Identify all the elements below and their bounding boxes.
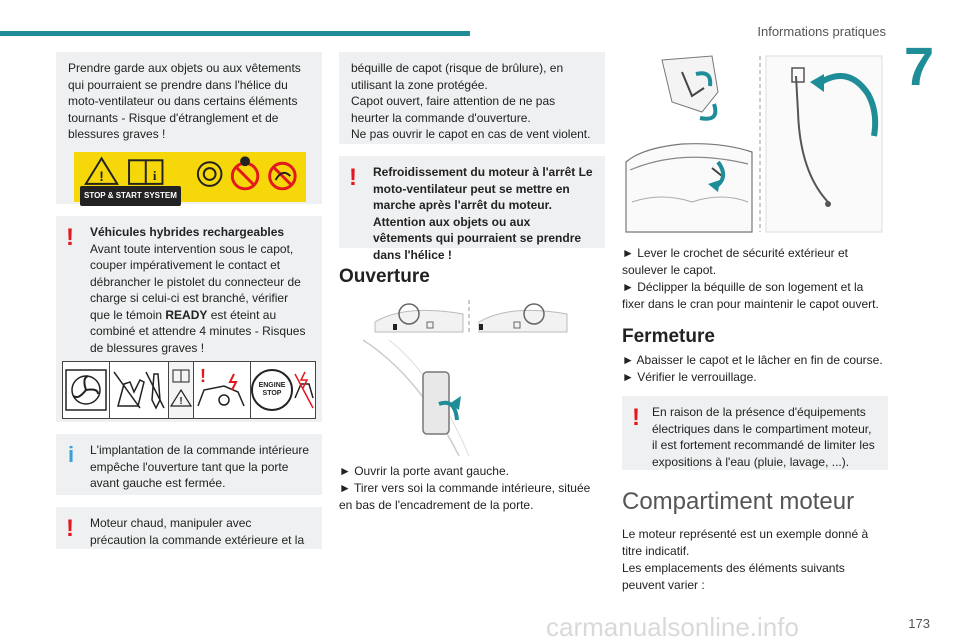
page-number: 173 [908,616,930,631]
hood-warning-line-3: Ne pas ouvrir le capot en cas de vent vi… [351,127,591,141]
engine-stop-button-icon: ENGINE STOP [251,369,293,411]
warning-exclamation-icon: ! [66,224,74,251]
electric-hood-pictogram-cell: ! [194,362,251,418]
ouverture-step-2: ► Tirer vers soi la commande intérieure,… [339,481,591,512]
ouverture-step-1: ► Ouvrir la porte avant gauche. [339,464,509,478]
header-accent-bar [0,31,470,36]
stop-start-system-label: STOP & START SYSTEM [80,185,181,206]
door-info-box: i L'implantation de la commande intérieu… [56,434,322,495]
column-1: Prendre garde aux objets ou aux vêtement… [56,52,322,549]
fan-pictogram-cell [63,362,110,418]
svg-text:i: i [153,168,157,182]
stop-start-label-image: ! i STOP & START SYSTEM [74,151,306,206]
hood-steps: ► Lever le crochet de sécurité extérieur… [622,245,886,313]
plug-crossed-icon [294,371,314,409]
fan-warning-box: Prendre garde aux objets ou aux vêtement… [56,52,322,206]
fermeture-step-1: ► Abaisser le capot et le lâcher en fin … [622,353,883,367]
svg-text:!: ! [179,396,182,407]
stop-start-pictograms-icon: ! i [84,155,297,190]
hybrid-warning-title: Véhicules hybrides rechargeables [90,225,285,239]
hood-opening-illustration [625,55,883,233]
info-icon: i [68,442,75,467]
compartiment-moteur-heading: Compartiment moteur [622,488,855,515]
hood-warning-continued-box: béquille de capot (risque de brûlure), e… [339,52,605,144]
compartiment-paragraph-1: Le moteur représenté est un exemple donn… [622,527,869,558]
ouverture-heading: Ouverture [339,266,430,287]
watermark: carmanualsonline.info [546,612,799,642]
hood-step-2: ► Déclipper la béquille de son logement … [622,280,879,311]
header-title: Informations pratiques [757,24,886,39]
column-3: ► Lever le crochet de sécurité extérieur… [622,52,888,594]
manual-warning-cell: ! [169,362,194,418]
ouverture-steps: ► Ouvrir la porte avant gauche. ► Tirer … [339,463,599,514]
column-2: béquille de capot (risque de brûlure), e… [339,52,605,514]
hood-step-1: ► Lever le crochet de sécurité extérieur… [622,246,848,277]
hand-and-tie-icon [113,371,165,410]
warning-exclamation-icon: ! [349,164,357,191]
interior-release-illustration [362,300,568,457]
fermeture-steps: ► Abaisser le capot et le lâcher en fin … [622,352,886,386]
cooling-warning-text: Refroidissement du moteur à l'arrêt Le m… [373,165,593,262]
fan-icon [65,369,107,411]
svg-text:!: ! [200,368,206,386]
compartiment-moteur-text: Le moteur représenté est un exemple donn… [622,526,886,594]
hot-engine-warning-text: Moteur chaud, manipuler avec précaution … [90,516,305,547]
manual-and-warning-icon: ! [169,369,193,407]
engine-stop-pictogram-cell: ENGINE STOP [251,362,315,418]
fermeture-step-2: ► Vérifier le verrouillage. [622,370,757,384]
compartiment-paragraph-2: Les emplacements des éléments suivants p… [622,561,845,592]
warning-exclamation-icon: ! [66,515,74,542]
water-exposure-warning-box: ! En raison de la présence d'équipements… [622,396,888,470]
chapter-number: 7 [903,37,934,97]
hood-warning-line-2: Capot ouvert, faire attention de ne pas … [351,94,556,125]
water-exposure-warning-text: En raison de la présence d'équipements é… [652,405,875,469]
fermeture-heading: Fermeture [622,326,715,347]
hybrid-warning-box: ! Véhicules hybrides rechargeables Avant… [56,216,322,422]
fan-warning-text: Prendre garde aux objets ou aux vêtement… [68,61,301,141]
hybrid-warning-paragraph: Avant toute intervention sous le capot, … [90,241,306,355]
hand-tie-pictogram-cell [110,362,169,418]
door-info-text: L'implantation de la commande intérieure… [90,443,310,490]
hot-engine-warning-box: ! Moteur chaud, manipuler avec précautio… [56,507,322,549]
svg-text:!: ! [99,168,104,183]
hybrid-pictograms-panel: ! ! ENGINE STOP [62,361,316,419]
cooling-warning-box: ! Refroidissement du moteur à l'arrêt Le… [339,156,605,262]
hood-warning-line-1: béquille de capot (risque de brûlure), e… [351,61,564,92]
warning-exclamation-icon: ! [632,404,640,431]
electric-hood-warning-icon: ! [197,368,245,407]
